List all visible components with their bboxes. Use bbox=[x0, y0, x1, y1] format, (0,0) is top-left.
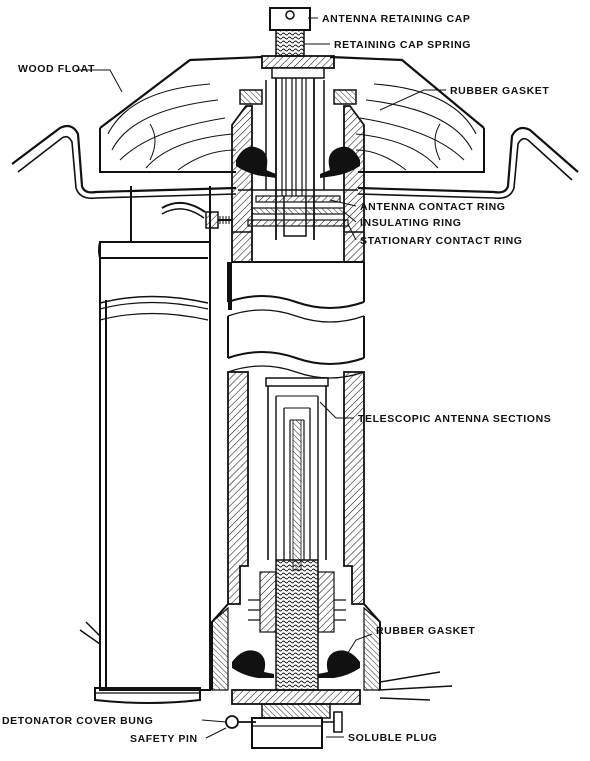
label-safety-pin: SAFETY PIN bbox=[130, 733, 198, 745]
label-antenna-contact-ring: ANTENNA CONTACT RING bbox=[360, 201, 506, 213]
telescopic-antenna-sections bbox=[265, 377, 329, 571]
cable bbox=[79, 201, 232, 645]
label-wood-float: WOOD FLOAT bbox=[18, 63, 95, 75]
label-rubber-gasket-top: RUBBER GASKET bbox=[450, 85, 549, 97]
upper-housing bbox=[231, 89, 365, 263]
leader-lines bbox=[76, 17, 446, 739]
label-insulating-ring: INSULATING RING bbox=[360, 217, 462, 229]
label-retaining-cap-spring: RETAINING CAP SPRING bbox=[334, 39, 471, 51]
detonator-housing bbox=[98, 186, 211, 691]
antenna-mast-top bbox=[261, 7, 335, 240]
flange bbox=[11, 124, 579, 200]
label-soluble-plug: SOLUBLE PLUG bbox=[348, 732, 437, 744]
lower-housing bbox=[211, 371, 381, 691]
rubber-gasket-top bbox=[236, 146, 360, 178]
contact-rings bbox=[232, 195, 364, 233]
label-antenna-retaining-cap: ANTENNA RETAINING CAP bbox=[322, 13, 471, 25]
antenna-spring bbox=[248, 559, 346, 691]
label-rubber-gasket-bottom: RUBBER GASKET bbox=[376, 625, 475, 637]
central-tube-middle bbox=[227, 262, 365, 379]
rubber-gasket-bottom bbox=[232, 650, 360, 678]
detonator-cover-bung bbox=[94, 687, 201, 704]
label-stationary-contact-ring: STATIONARY CONTACT RING bbox=[360, 235, 523, 247]
wood-float bbox=[99, 55, 485, 173]
soluble-plug bbox=[251, 711, 343, 749]
label-telescopic-antenna-sections: TELESCOPIC ANTENNA SECTIONS bbox=[358, 413, 551, 425]
bottom-base bbox=[231, 671, 453, 719]
label-detonator-cover-bung: DETONATOR COVER BUNG bbox=[2, 715, 153, 727]
